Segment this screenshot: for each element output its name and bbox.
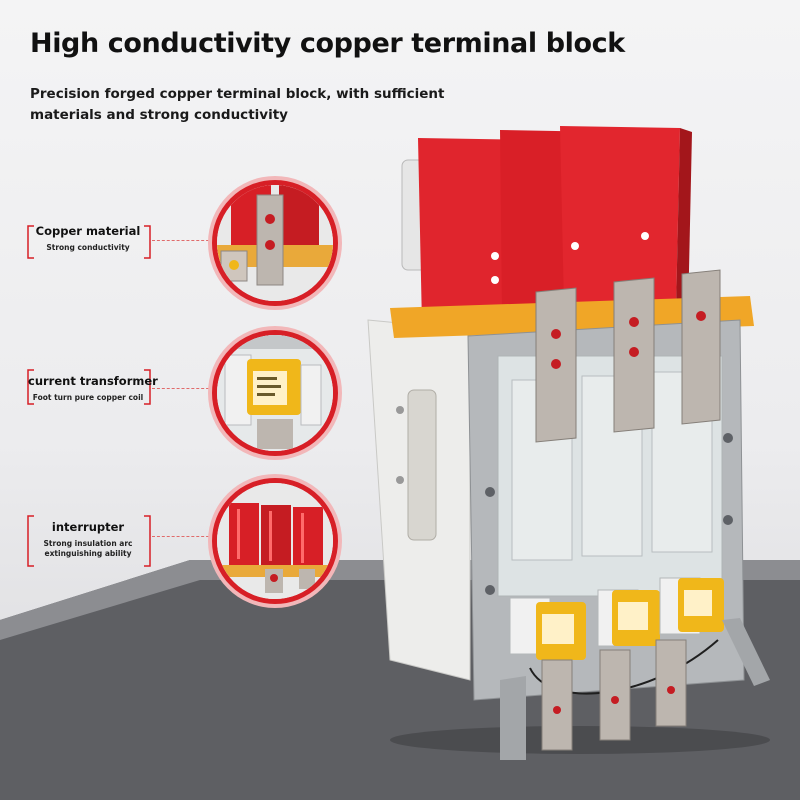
copper-terminal-closeup-icon [212, 180, 338, 306]
current-transformers [509, 577, 724, 660]
arc-chute-closeup-icon [212, 478, 338, 604]
top-terminals [535, 269, 721, 443]
circuit-breaker-illustration [367, 126, 770, 760]
callout-description: Strong conductivity [46, 243, 130, 252]
callout-description: Foot turn pure copper coil [32, 393, 144, 402]
callout-label: interrupter Strong insulation arc exting… [28, 520, 148, 559]
callout-label: Copper material Strong conductivity [28, 224, 148, 253]
callout-title: Copper material [35, 224, 141, 238]
callout-label: current transformer Foot turn pure coppe… [28, 374, 158, 403]
page-title: High conductivity copper terminal block [30, 28, 625, 59]
transformer-coil-closeup-icon [212, 330, 338, 456]
callout-title: current transformer [28, 374, 158, 388]
bottom-terminals [541, 639, 687, 751]
callout-title: interrupter [51, 520, 125, 534]
callout-connector [152, 240, 214, 241]
callout-connector [152, 536, 214, 537]
callout-connector [152, 388, 214, 389]
callout-description: Strong insulation arc extinguishing abil… [43, 539, 133, 558]
arc-chutes [418, 126, 692, 334]
page-subtitle: Precision forged copper terminal block, … [30, 86, 445, 123]
